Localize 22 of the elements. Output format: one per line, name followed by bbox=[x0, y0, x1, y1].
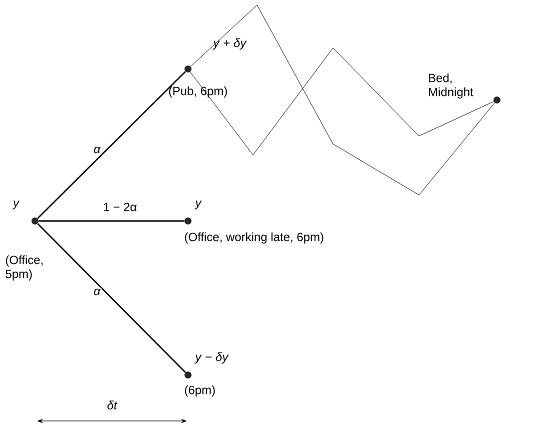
node-label: y − δy bbox=[194, 352, 229, 364]
edge-label: 1 − 2α bbox=[102, 202, 138, 212]
node-label: y bbox=[12, 200, 20, 210]
dot bbox=[184, 66, 192, 72]
dimension-label: δt bbox=[107, 400, 118, 410]
line bbox=[37, 71, 186, 219]
node-label: (Office, 5pm) bbox=[6, 255, 43, 281]
edge-label: α bbox=[92, 146, 102, 154]
node-label: y bbox=[194, 200, 202, 210]
dot bbox=[494, 96, 500, 104]
line bbox=[190, 48, 494, 156]
node-label: Bed, Midnight bbox=[428, 73, 474, 99]
line bbox=[38, 220, 184, 222]
node-label: y + δy bbox=[212, 38, 247, 50]
line bbox=[190, 4, 495, 196]
dot bbox=[184, 372, 192, 378]
node-label: (Office, working late, 6pm) bbox=[184, 232, 324, 244]
dot bbox=[184, 218, 192, 224]
dot bbox=[32, 218, 38, 224]
node-label: (6pm) bbox=[184, 385, 215, 397]
line bbox=[37, 223, 186, 373]
edge-label: α bbox=[92, 288, 102, 296]
